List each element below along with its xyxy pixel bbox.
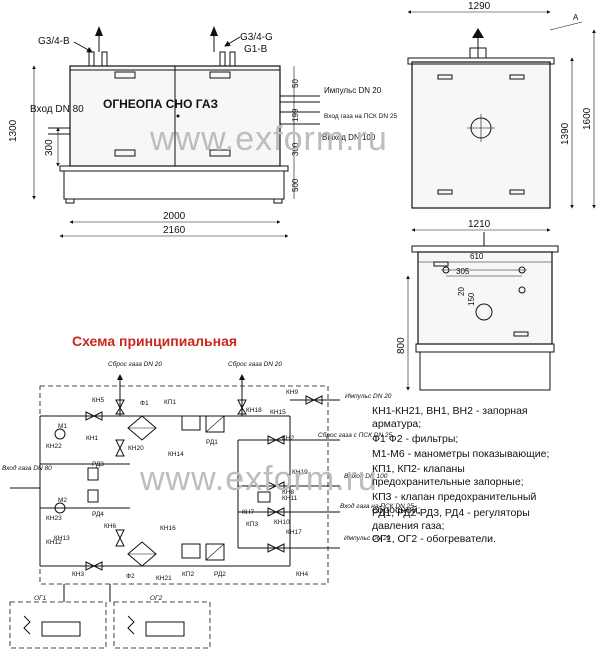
schema-tag: КН8 <box>282 489 294 496</box>
schema-inlet: Вход газа DN 80 <box>2 464 52 472</box>
door-sign: ОГНЕОПА СНО ГАЗ <box>103 97 218 111</box>
legend-line-2: М1-М6 - манометры показывающие; <box>372 448 549 460</box>
schema-tag: КН6 <box>104 523 116 530</box>
schema-tag: КП1 <box>164 399 176 406</box>
gauge-m1 <box>54 428 66 440</box>
schema-tag: Ф1 <box>140 400 149 407</box>
heater-og1-box <box>9 601 107 649</box>
dim-width-total: 2160 <box>163 225 186 236</box>
watermark-1: www.exform.ru <box>149 120 388 158</box>
label-impulse: Импульс DN 20 <box>324 86 382 95</box>
schema-tag: РД2 <box>214 571 226 578</box>
schema-tag: КН22 <box>46 443 62 450</box>
side-view: 1290 A 1390 1600 1210 <box>407 1 596 232</box>
schema-tag: КН9 <box>286 389 298 396</box>
dim-500: 500 <box>291 178 300 192</box>
label-inlet: Вход DN 80 <box>30 104 84 115</box>
watermark-2: www.exform.ru <box>139 460 378 498</box>
label-psk-inlet: Вход газа на ПСК DN 25 <box>324 113 397 120</box>
front-view: ОГНЕОПА СНО ГАЗ G3/4-B G3/4-G G1-B Вход … <box>8 26 397 238</box>
label-left-outlet: G3/4-B <box>38 36 70 47</box>
schema-heater-2: ОГ2 <box>150 595 163 602</box>
schema-vent-left: Сброс газа DN 20 <box>108 360 162 368</box>
schema-tag: Ф2 <box>126 573 135 580</box>
schema: Сброс газа DN 20 Сброс газа DN 20 Вход г… <box>2 360 414 649</box>
dim-side-width-bottom: 1210 <box>468 219 491 230</box>
dim-305: 305 <box>456 267 470 276</box>
schema-tag: КН7 <box>242 509 254 516</box>
schema-tag: КН11 <box>282 495 298 502</box>
dim-199: 199 <box>291 108 300 122</box>
schema-vent-right: Сброс газа DN 20 <box>228 360 282 368</box>
regulator-rd1 <box>181 415 201 431</box>
schema-tag: КН18 <box>246 407 262 414</box>
schema-tag: КН20 <box>128 445 144 452</box>
schema-tag: КН17 <box>286 529 302 536</box>
schema-tag: КН1 <box>86 435 98 442</box>
vent-cap-left <box>95 26 103 36</box>
schema-tag: КП2 <box>182 571 194 578</box>
legend-line-1: Ф1 Ф2 - фильтры; <box>372 433 458 445</box>
schema-tag: КН19 <box>292 469 308 476</box>
cabinet-base <box>63 170 285 200</box>
schema-vent-psk: Сброс газа с ПСК DN 25 <box>318 431 393 439</box>
label-outlet: Выход DN 100 <box>322 133 376 142</box>
schema-psk-in: Вход газа на ПСК DN 25 <box>340 502 414 510</box>
schema-impulse-bottom: Импульс DN 20 <box>344 535 391 542</box>
dim-width-inner: 2000 <box>163 211 186 222</box>
schema-tag: КН23 <box>46 515 62 522</box>
heater-og2-box <box>113 601 211 649</box>
schema-tag: КН14 <box>168 451 184 458</box>
schema-tag: РД3 <box>92 461 104 468</box>
schema-tag: КН21 <box>156 575 172 582</box>
dim-inlet-height: 300 <box>44 139 55 156</box>
dim-610: 610 <box>470 252 484 261</box>
schema-tag: КН15 <box>270 409 286 416</box>
dim-side-width-top: 1290 <box>468 1 491 12</box>
dim-50: 50 <box>291 79 300 88</box>
schema-tag: КН13 <box>54 535 70 542</box>
schema-tag: КН16 <box>160 525 176 532</box>
dim-1600: 1600 <box>582 107 593 130</box>
schema-tag: КН5 <box>92 397 104 404</box>
dim-1390: 1390 <box>560 122 571 145</box>
schema-tag: РД1 <box>206 439 218 446</box>
dim-300: 300 <box>291 142 300 156</box>
schema-outlet: Выход DN 100 <box>344 472 388 480</box>
dim-20: 20 <box>457 287 466 296</box>
schema-tag: КН10 <box>274 519 290 526</box>
label-right-outlet-1: G3/4-G <box>240 32 273 43</box>
schema-heater-1: ОГ1 <box>34 595 47 602</box>
legend-line-6: ОГ1, ОГ2 - обогреватели. <box>372 533 496 545</box>
schema-tag: КН2 <box>282 435 294 442</box>
schema-tag: КН3 <box>72 571 84 578</box>
mark-a: A <box>573 13 579 22</box>
schema-tag: КН12 <box>46 539 62 546</box>
schema-tag: М1 <box>58 423 67 430</box>
schema-impulse-top: Импульс DN 20 <box>345 393 392 400</box>
dim-height-total: 1300 <box>8 119 19 142</box>
schema-title: Схема принципиальная <box>72 333 237 349</box>
schema-tag: КП3 <box>246 521 258 528</box>
regulator-rd2 <box>181 543 201 559</box>
schema-tag: КН4 <box>296 571 308 578</box>
dim-800: 800 <box>396 337 407 354</box>
dim-150: 150 <box>467 292 476 306</box>
bottom-view: 610 305 20 150 800 <box>396 232 559 391</box>
label-right-outlet-2: G1-B <box>244 44 268 55</box>
schema-tag: РД4 <box>92 511 104 518</box>
schema-tag: М2 <box>58 497 67 504</box>
vent-cap-right <box>210 26 218 36</box>
